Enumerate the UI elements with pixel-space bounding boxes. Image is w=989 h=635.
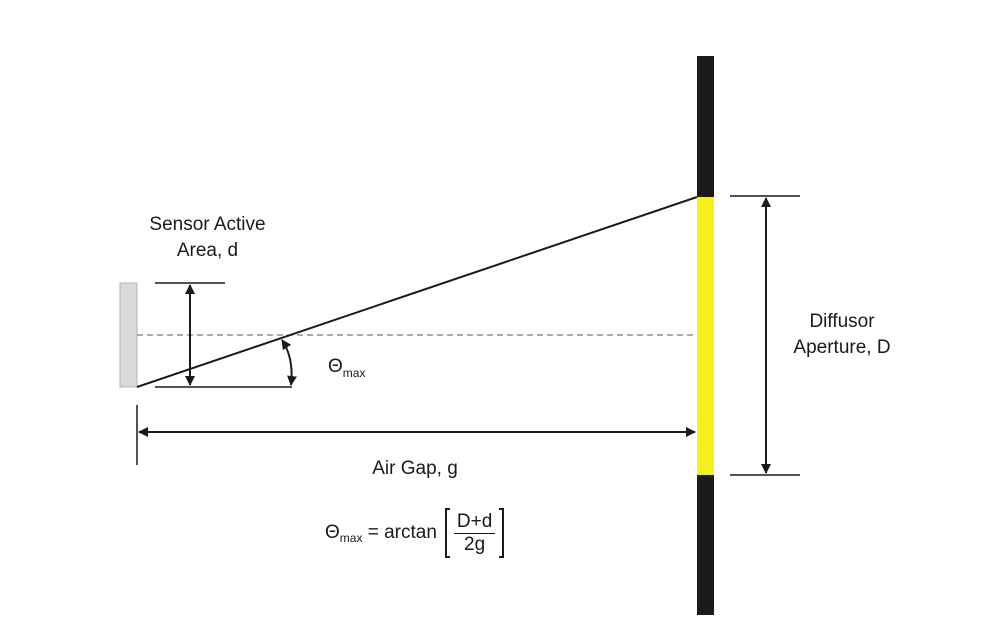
- formula-denominator: 2g: [464, 533, 486, 555]
- formula-right-bracket: [499, 508, 505, 558]
- diffusor-aperture: [697, 197, 714, 475]
- formula-lhs-symbol: Θ: [325, 522, 340, 543]
- formula-numerator: D+d: [453, 511, 496, 534]
- theta-max-label: Θmax: [328, 356, 366, 380]
- formula-left-bracket: [444, 508, 450, 558]
- sensor-area-label: Sensor Active Area, d: [130, 212, 285, 264]
- ray-line: [136, 196, 698, 388]
- formula-lhs-subscript: max: [339, 531, 363, 545]
- sensor-plate: [119, 282, 138, 388]
- sensor-area-label-line2: Area, d: [176, 240, 239, 261]
- air-gap-label: Air Gap, g: [355, 456, 475, 482]
- theta-subscript: max: [342, 366, 366, 380]
- air-gap-text: Air Gap, g: [372, 458, 458, 479]
- diffusor-aperture-label: Diffusor Aperture, D: [772, 309, 912, 361]
- formula-equals-arctan: = arctan: [362, 522, 437, 543]
- diffusor-wall-bottom: [697, 475, 714, 615]
- theta-angle-arc: [281, 339, 297, 386]
- sensor-area-label-line1: Sensor Active: [149, 214, 266, 235]
- diffusor-wall-top: [697, 56, 714, 197]
- theta-symbol: Θ: [328, 356, 343, 377]
- diffusor-label-line1: Diffusor: [809, 311, 875, 332]
- diffusor-label-line2: Aperture, D: [793, 337, 891, 358]
- formula-fraction: D+d 2g: [453, 511, 496, 556]
